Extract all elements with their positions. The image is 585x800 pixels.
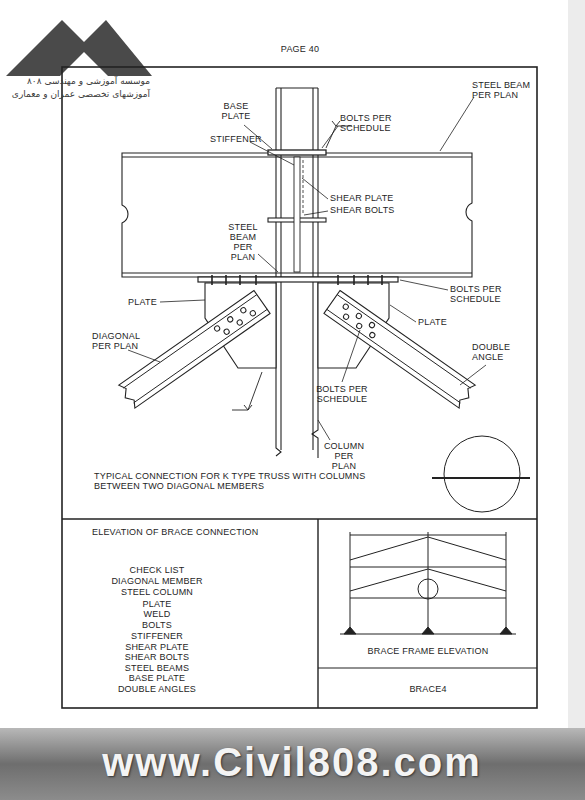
checklist-item: PLATE: [87, 599, 227, 609]
checklist-item: WELD: [87, 609, 227, 619]
figure-caption: BRACE FRAME ELEVATION: [343, 646, 513, 656]
callout-label: PLATE: [418, 317, 458, 327]
callout-label: BOLTS PER SCHEDULE: [450, 284, 520, 304]
checklist-item: CHECK LIST: [87, 565, 227, 575]
callout-label: SHEAR PLATE: [330, 193, 400, 203]
page-number: PAGE 40: [270, 44, 330, 54]
callout-label: STIFFENER: [210, 134, 270, 144]
frame: [62, 67, 537, 708]
drawing-title: TYPICAL CONNECTION FOR K TYPE TRUSS WITH…: [94, 471, 374, 491]
watermark: www.Civil808.com: [32, 740, 552, 784]
callout-label: BOLTS PER SCHEDULE: [340, 113, 414, 133]
brace-frame-elevation: [340, 532, 516, 634]
logo-text: موسسه آموزشی و مهندسی ۸۰۸: [0, 76, 150, 86]
callout-label: COLUMN PER PLAN: [322, 441, 366, 471]
callout-label: BASE PLATE: [213, 101, 259, 121]
checklist-item: STEEL BEAMS: [87, 663, 227, 673]
callout-label: DOUBLE ANGLE: [472, 342, 516, 362]
callout-label: DIAGONAL PER PLAN: [92, 331, 154, 351]
callout-label: BOLTS PER SCHEDULE: [311, 384, 373, 404]
diagonal-left: [117, 291, 270, 410]
page-edge-shadow: [568, 0, 585, 730]
callout-label: SHEAR BOLTS: [330, 205, 400, 215]
leader-lines: [128, 97, 486, 440]
section-heading: ELEVATION OF BRACE CONNECTION: [92, 527, 312, 537]
watermark-band: [0, 728, 585, 800]
checklist-item: BOLTS: [87, 620, 227, 630]
section-symbol: [432, 436, 530, 512]
weld-symbols: [232, 121, 352, 410]
checklist-item: SHEAR PLATE: [87, 642, 227, 652]
checklist-item: DOUBLE ANGLES: [87, 684, 227, 694]
callout-label: STEEL BEAM PER PLAN: [472, 80, 532, 100]
checklist-item: STEEL COLUMN: [87, 587, 227, 597]
callout-label: PLATE: [128, 297, 162, 307]
sheet-id: BRACE4: [378, 684, 478, 694]
logo-text: آموزشهای تخصصی عمران و معماری: [0, 89, 150, 99]
checklist-item: DIAGONAL MEMBER: [87, 576, 227, 586]
steel-beam: [122, 153, 472, 277]
callout-label: STEEL BEAM PER PLAN: [220, 222, 266, 262]
steel-column: [276, 88, 318, 458]
checklist-item: SHEAR BOLTS: [87, 652, 227, 662]
checklist-item: BASE PLATE: [87, 673, 227, 683]
bolt-row: [212, 275, 382, 285]
checklist-item: STIFFENER: [87, 631, 227, 641]
